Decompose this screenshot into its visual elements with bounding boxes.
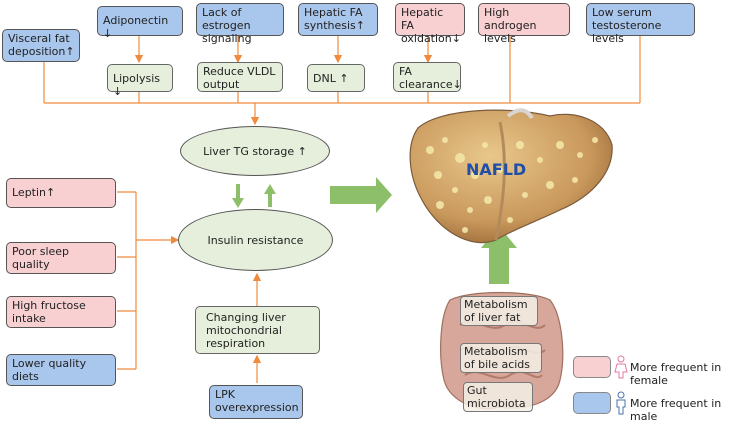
fa-oxidation-box: Hepatic FA oxidation↓ <box>395 3 465 45</box>
mitochondrial-respiration-box: Changing liver mitochondrial respiration <box>195 306 320 354</box>
liver-fat-metabolism-box: Metabolism of liver fat <box>460 296 538 326</box>
dnl-box: DNL ↑ <box>307 64 365 92</box>
lipolysis-box: Lipolysis ↓ <box>107 64 173 98</box>
liver-illustration <box>409 108 613 244</box>
fa-clearance-box: FA clearance↓ <box>393 62 462 92</box>
poor-sleep-box: Poor sleep quality <box>6 242 116 274</box>
legend-female-swatch <box>573 356 611 378</box>
leptin-box: Leptin↑ <box>6 178 116 208</box>
legend-male-swatch <box>573 392 611 414</box>
fructose-box: High fructose intake <box>6 296 116 328</box>
fa-synthesis-box: Hepatic FA synthesis↑ <box>298 3 378 36</box>
testosterone-box: Low serum testosterone levels <box>586 3 695 45</box>
female-person-icon <box>614 355 628 379</box>
bile-acid-metabolism-box: Metabolism of bile acids <box>460 343 542 373</box>
insulin-resistance-node: Insulin resistance <box>178 209 333 271</box>
estrogen-box: Lack of estrogen signaling <box>196 3 284 45</box>
visceral-fat-box: Visceral fat deposition↑ <box>2 29 80 62</box>
vldl-box: Reduce VLDL output <box>197 62 283 92</box>
androgen-box: High androgen levels <box>478 3 570 45</box>
lpk-box: LPK overexpression <box>209 385 303 419</box>
male-person-icon <box>616 391 626 415</box>
legend-male-label: More frequent in male <box>630 397 722 423</box>
legend-female-label: More frequent in female <box>630 361 722 387</box>
nafld-label: NAFLD <box>466 160 527 179</box>
lower-quality-diets-box: Lower quality diets <box>6 354 116 386</box>
gut-microbiota-box: Gut microbiota <box>463 382 533 412</box>
adiponectin-box: Adiponectin ↓ <box>97 6 183 40</box>
liver-tg-storage-node: Liver TG storage ↑ <box>180 126 330 176</box>
